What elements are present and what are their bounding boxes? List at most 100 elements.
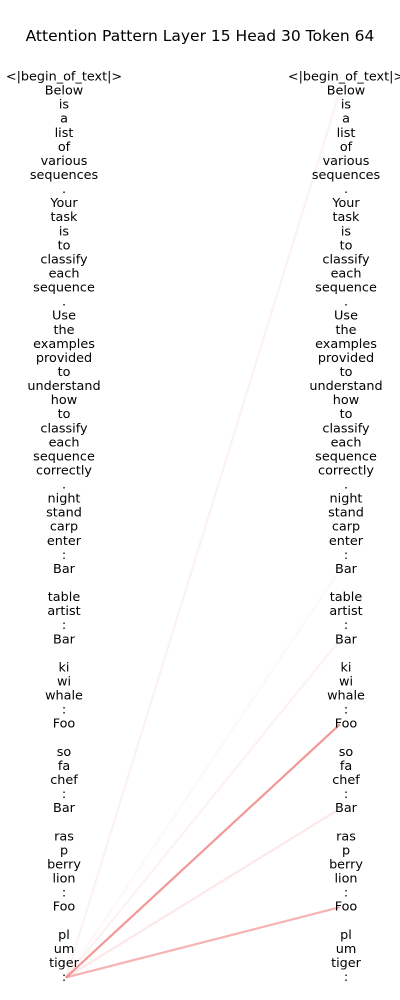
target-token-column: <|begin_of_text|>Belowisalistofvariousse… bbox=[288, 70, 400, 985]
source-token: classify bbox=[40, 421, 88, 436]
target-token: the bbox=[335, 323, 356, 338]
target-token: sequence bbox=[315, 281, 377, 296]
target-token: : bbox=[344, 970, 348, 985]
source-token: : bbox=[62, 703, 66, 718]
source-token: pl bbox=[58, 928, 70, 943]
target-token: carp bbox=[332, 520, 360, 535]
source-token: Below bbox=[45, 84, 84, 99]
target-token: : bbox=[344, 548, 348, 563]
target-token: <|begin_of_text|> bbox=[288, 70, 400, 85]
target-token: . bbox=[344, 295, 348, 310]
source-token: to bbox=[58, 238, 71, 253]
target-token: Bar bbox=[335, 562, 358, 577]
source-token: whale bbox=[45, 689, 83, 704]
target-token: Your bbox=[331, 196, 360, 211]
target-token: is bbox=[341, 98, 352, 113]
target-token: pl bbox=[340, 928, 352, 943]
attention-line bbox=[65, 639, 341, 979]
target-token: classify bbox=[322, 421, 370, 436]
target-token: : bbox=[344, 703, 348, 718]
source-token: task bbox=[51, 210, 79, 225]
source-token: night bbox=[48, 492, 81, 507]
attention-line bbox=[65, 568, 341, 979]
source-token: examples bbox=[33, 337, 95, 352]
target-token: fa bbox=[340, 759, 352, 774]
source-token: is bbox=[59, 98, 70, 113]
target-token: task bbox=[333, 210, 361, 225]
target-token: so bbox=[339, 745, 354, 760]
source-token: : bbox=[62, 787, 66, 802]
source-token: understand bbox=[27, 379, 100, 394]
chart-title: Attention Pattern Layer 15 Head 30 Token… bbox=[25, 27, 375, 45]
target-token: is bbox=[341, 224, 352, 239]
source-token: sequence bbox=[33, 281, 95, 296]
target-token: whale bbox=[327, 689, 365, 704]
target-token: ki bbox=[341, 660, 352, 675]
target-token: . bbox=[344, 478, 348, 493]
target-token: provided bbox=[318, 351, 374, 366]
target-token: how bbox=[333, 393, 359, 408]
source-token: um bbox=[54, 942, 75, 957]
source-token: ki bbox=[59, 660, 70, 675]
source-token: correctly bbox=[36, 463, 92, 478]
target-token: sequences bbox=[312, 168, 381, 183]
source-token: sequences bbox=[30, 168, 99, 183]
target-token: Foo bbox=[335, 900, 358, 915]
source-token: enter bbox=[47, 534, 82, 549]
target-token: sequence bbox=[315, 449, 377, 464]
source-token: the bbox=[53, 323, 74, 338]
source-token: to bbox=[58, 365, 71, 380]
target-token: Bar bbox=[335, 632, 358, 647]
target-token: enter bbox=[329, 534, 364, 549]
target-token: understand bbox=[309, 379, 382, 394]
target-token: to bbox=[340, 407, 353, 422]
source-token: ras bbox=[54, 829, 74, 844]
target-token: um bbox=[336, 942, 357, 957]
source-token: classify bbox=[40, 252, 88, 267]
target-token: Below bbox=[327, 84, 366, 99]
target-token: Foo bbox=[335, 717, 358, 732]
target-token: berry bbox=[329, 857, 363, 872]
source-token: Foo bbox=[53, 717, 76, 732]
source-token: stand bbox=[46, 506, 82, 521]
source-token: is bbox=[59, 224, 70, 239]
target-token: correctly bbox=[318, 463, 374, 478]
source-token: to bbox=[58, 407, 71, 422]
target-token: stand bbox=[328, 506, 364, 521]
target-token: a bbox=[342, 112, 350, 127]
target-token: artist bbox=[329, 604, 362, 619]
source-token: table bbox=[48, 590, 81, 605]
attention-line bbox=[65, 723, 341, 979]
target-token: list bbox=[337, 126, 356, 141]
target-token: p bbox=[342, 843, 350, 858]
source-token: provided bbox=[36, 351, 92, 366]
source-token: . bbox=[62, 478, 66, 493]
source-token: sequence bbox=[33, 449, 95, 464]
source-token: each bbox=[49, 266, 80, 281]
target-token: . bbox=[344, 182, 348, 197]
source-token: Bar bbox=[53, 632, 76, 647]
source-token: Your bbox=[49, 196, 78, 211]
source-token: a bbox=[60, 112, 68, 127]
source-token: lion bbox=[52, 871, 75, 886]
source-token: tiger bbox=[49, 956, 80, 971]
source-token: how bbox=[51, 393, 77, 408]
source-token: <|begin_of_text|> bbox=[6, 70, 122, 85]
target-token: to bbox=[340, 238, 353, 253]
target-token: ras bbox=[336, 829, 356, 844]
source-token: various bbox=[41, 154, 88, 169]
source-token: Use bbox=[52, 309, 76, 324]
target-token: wi bbox=[339, 675, 353, 690]
target-token: each bbox=[331, 435, 362, 450]
source-token-column: <|begin_of_text|>Belowisalistofvariousse… bbox=[6, 70, 122, 985]
attention-lines bbox=[64, 90, 342, 979]
target-token: to bbox=[340, 365, 353, 380]
target-token: : bbox=[344, 787, 348, 802]
source-token: : bbox=[62, 618, 66, 633]
target-token: night bbox=[330, 492, 363, 507]
target-token: chef bbox=[332, 773, 360, 788]
source-token: fa bbox=[58, 759, 70, 774]
target-token: each bbox=[331, 266, 362, 281]
